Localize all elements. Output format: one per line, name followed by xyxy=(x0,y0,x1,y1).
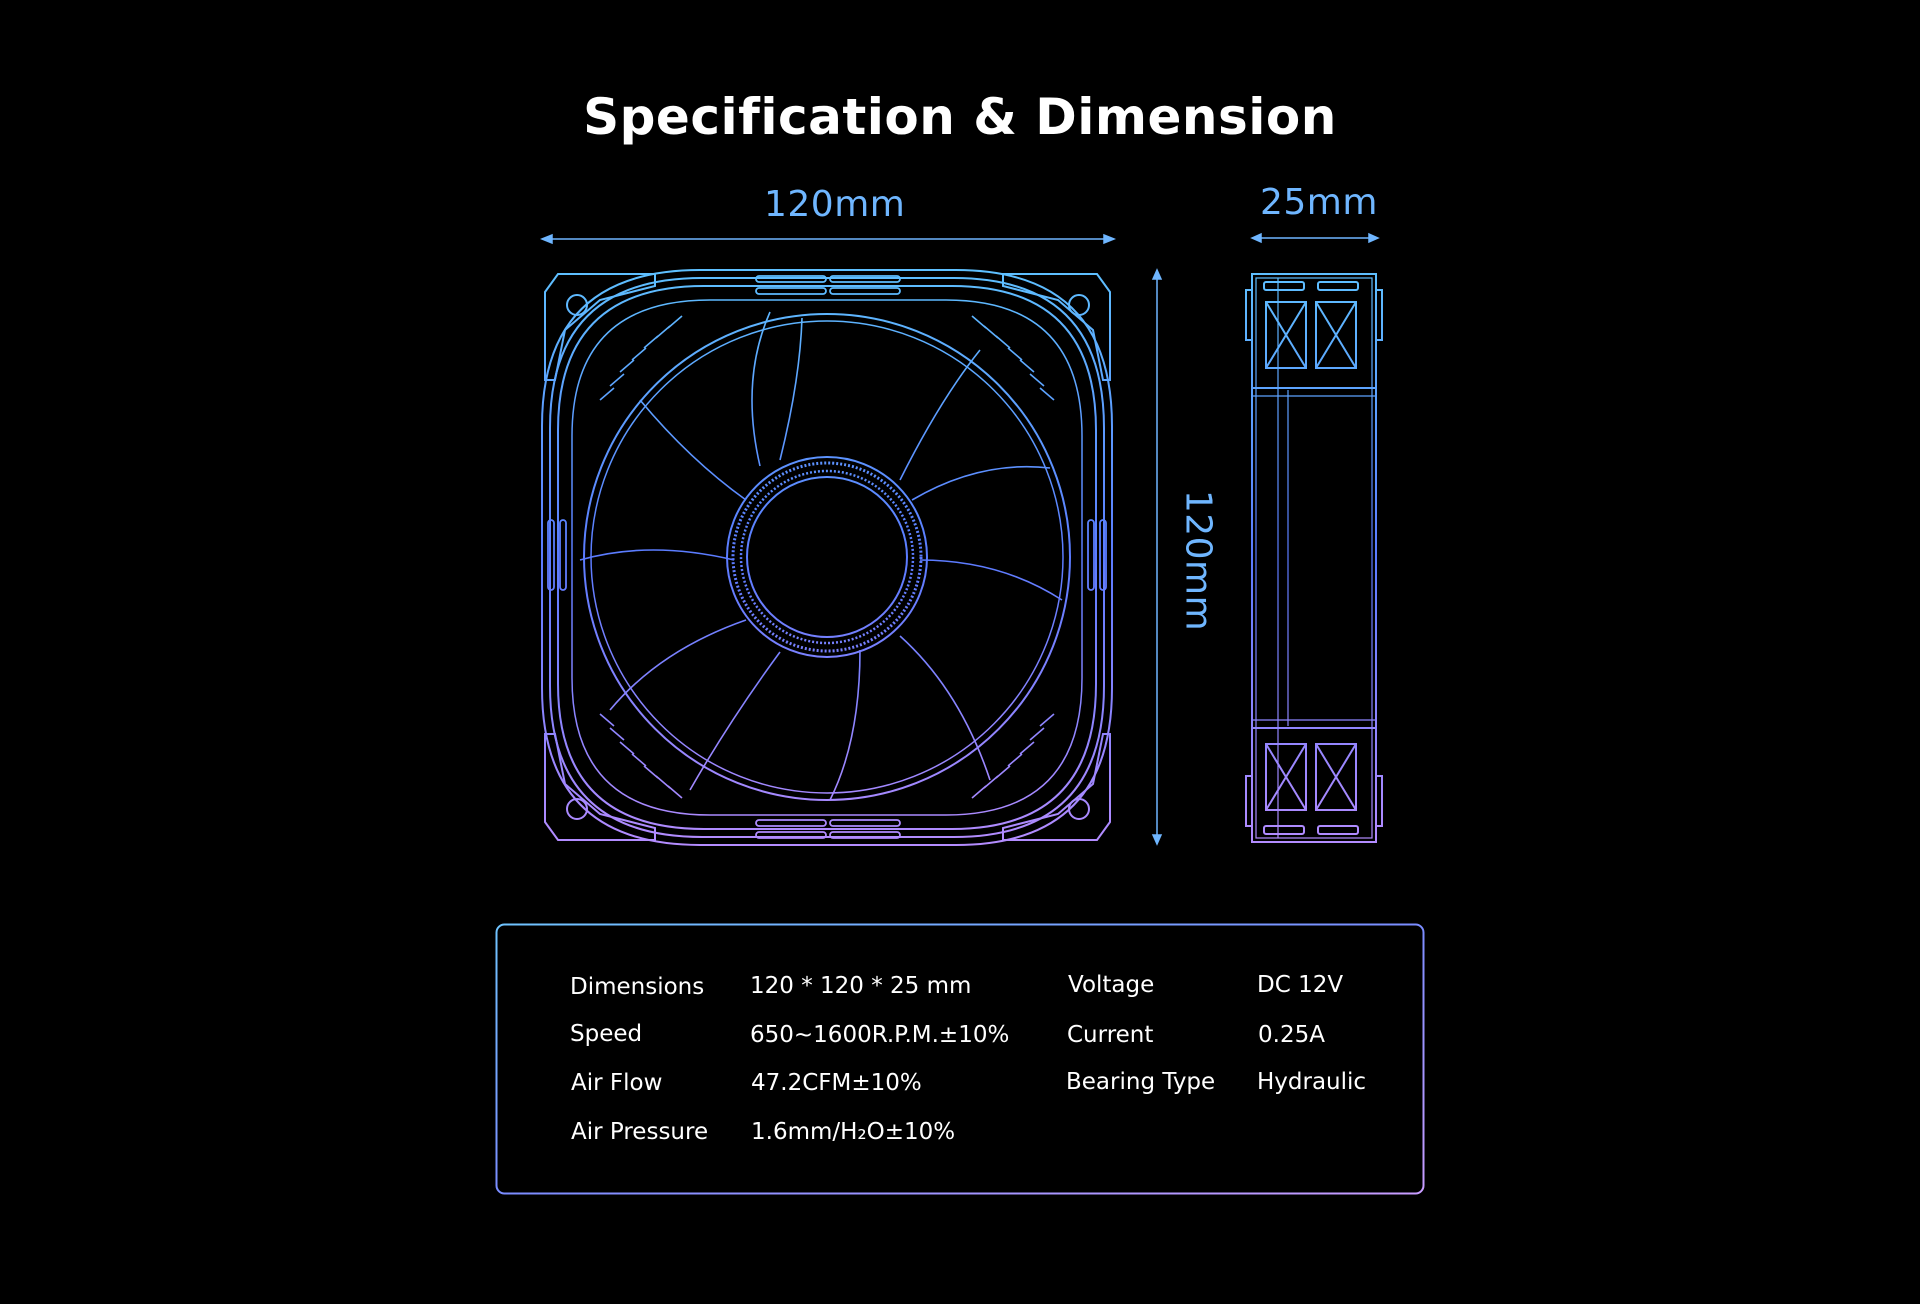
depth-dimension-label: 25mm xyxy=(1260,182,1378,223)
spec-value-air-pressure: 1.6mm/H₂O±10% xyxy=(751,1119,956,1145)
spec-label-dimensions: Dimensions xyxy=(570,974,705,1000)
height-dimension-line xyxy=(1151,268,1163,846)
spec-label-voltage: Voltage xyxy=(1068,972,1155,998)
specification-table: Dimensions 120 * 120 * 25 mm Speed 650~1… xyxy=(495,923,1425,1195)
spec-label-air-pressure: Air Pressure xyxy=(571,1119,709,1145)
fan-front-view xyxy=(541,269,1113,846)
width-dimension-line xyxy=(539,233,1117,245)
spec-value-current: 0.25A xyxy=(1258,1022,1325,1048)
spec-label-bearing-type: Bearing Type xyxy=(1066,1069,1216,1095)
spec-value-air-flow: 47.2CFM±10% xyxy=(751,1070,922,1096)
spec-value-speed: 650~1600R.P.M.±10% xyxy=(750,1022,1010,1048)
spec-value-dimensions: 120 * 120 * 25 mm xyxy=(750,973,972,999)
spec-value-voltage: DC 12V xyxy=(1257,972,1344,998)
fan-side-view xyxy=(1245,273,1383,843)
spec-label-air-flow: Air Flow xyxy=(571,1070,663,1096)
spec-value-bearing-type: Hydraulic xyxy=(1257,1069,1367,1095)
specification-table-border xyxy=(495,923,1425,1195)
page-title: Specification & Dimension xyxy=(583,88,1337,146)
depth-dimension-line xyxy=(1250,232,1380,244)
spec-label-speed: Speed xyxy=(570,1021,643,1047)
width-dimension-label: 120mm xyxy=(764,184,906,225)
spec-label-current: Current xyxy=(1067,1022,1154,1048)
height-dimension-label: 120mm xyxy=(1177,489,1219,632)
